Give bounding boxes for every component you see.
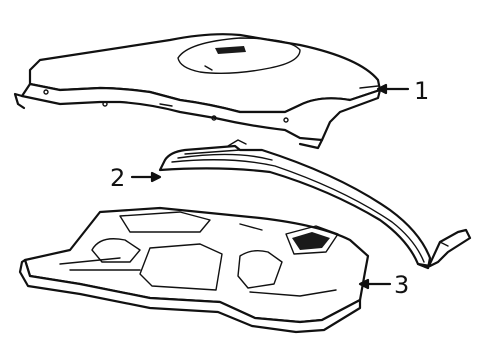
callout-1: 1 [376,77,429,105]
callout-2-label: 2 [110,164,125,192]
callout-3-label: 3 [394,271,409,299]
callout-3: 3 [358,271,409,299]
callout-1-label: 1 [414,77,429,105]
part-1-package-tray-trim [13,33,382,150]
callout-2: 2 [110,164,162,192]
part-2-window-trim-support [158,139,472,270]
part-3-rear-shelf-panel [18,206,370,334]
